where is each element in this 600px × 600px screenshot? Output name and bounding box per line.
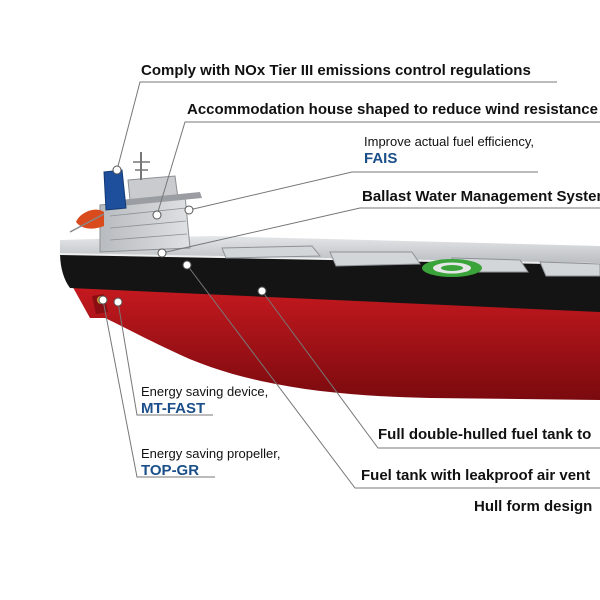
funnel xyxy=(103,169,127,211)
callout-accommodation: Accommodation house shaped to reduce win… xyxy=(187,101,598,118)
lifeboat xyxy=(76,209,104,229)
point-fuel-tank xyxy=(182,260,192,270)
callout-points xyxy=(98,165,267,307)
point-mtfast xyxy=(113,297,123,307)
point-ballast xyxy=(157,248,167,258)
point-topgr xyxy=(98,295,108,305)
callout-double-hull: Full double-hulled fuel tank to xyxy=(378,426,592,443)
callout-mtfast-desc: Energy saving device, xyxy=(141,384,269,399)
callout-hull-form: Hull form design xyxy=(474,498,593,515)
callout-nox: Comply with NOx Tier III emissions contr… xyxy=(141,62,531,79)
callout-topgr-desc: Energy saving propeller, xyxy=(141,446,281,461)
point-nox xyxy=(112,165,122,175)
point-fais xyxy=(184,205,194,215)
callout-fais-desc: Improve actual fuel efficiency, xyxy=(364,134,535,149)
callout-fais: FAIS xyxy=(364,150,398,167)
hull-lower xyxy=(70,282,600,400)
accommodation-house xyxy=(99,152,202,253)
callout-mtfast: MT-FAST xyxy=(141,400,206,417)
callout-fuel-tank: Fuel tank with leakproof air vent xyxy=(361,467,591,484)
point-accommodation xyxy=(152,210,162,220)
callout-topgr: TOP-GR xyxy=(141,462,200,479)
hatch-covers xyxy=(221,245,600,277)
callout-ballast: Ballast Water Management System xyxy=(362,188,600,205)
leader-lines xyxy=(102,81,600,489)
main-deck xyxy=(60,236,600,264)
point-double-hull xyxy=(257,286,267,296)
